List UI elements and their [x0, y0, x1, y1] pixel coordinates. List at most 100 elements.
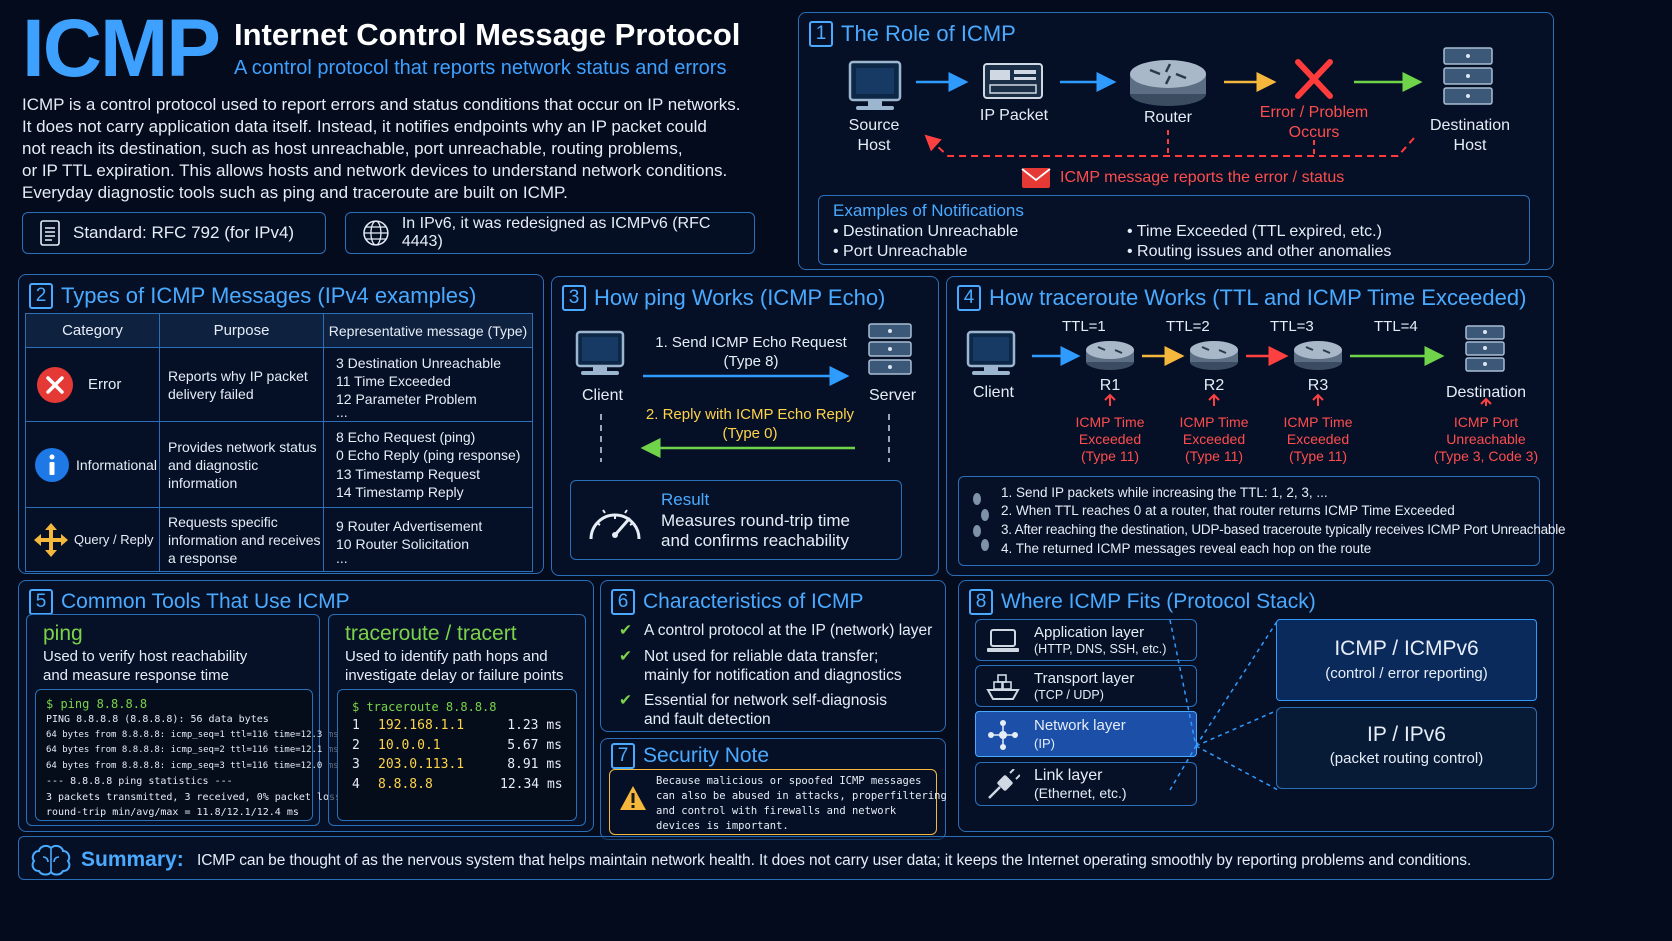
category-label: Query / Reply — [74, 532, 154, 547]
globe-icon — [363, 220, 389, 246]
traceroute-step: 1. Send IP packets while increasing the … — [1001, 485, 1328, 500]
terminal-line: 64 bytes from 8.8.8.8: icmp_seq=1 ttl=11… — [46, 729, 339, 740]
terminal-line: 3 packets transmitted, 3 received, 0% pa… — [46, 791, 342, 803]
role-router-label: Router — [1143, 109, 1193, 126]
ping-tool-title: ping — [43, 622, 83, 645]
icmp-stack-title: ICMP / ICMPv6 — [1334, 637, 1479, 660]
ttl-label: TTL=4 — [1374, 318, 1418, 335]
standard-badge: Standard: RFC 792 (for IPv4) — [22, 212, 326, 254]
example-item: • Port Unreachable — [833, 243, 968, 260]
types-table: Category Purpose Representative message … — [25, 313, 533, 572]
router-icon — [1294, 341, 1342, 370]
check-icon: ✔ — [619, 648, 632, 665]
router-icon — [1190, 341, 1238, 370]
section-number: 4 — [957, 285, 981, 311]
example-item: • Destination Unreachable — [833, 223, 1019, 240]
traceroute-tool-card: traceroute / tracert Used to identify pa… — [328, 614, 586, 826]
router-icon — [1130, 60, 1206, 106]
messages-cell: 8 Echo Request (ping)0 Echo Reply (ping … — [323, 421, 533, 508]
section-number: 8 — [969, 589, 993, 615]
example-item: • Time Exceeded (TTL expired, etc.) — [1127, 223, 1382, 240]
brain-icon — [31, 844, 71, 876]
ping-command: $ ping 8.8.8.8 — [46, 697, 148, 711]
layer-name: Transport layer — [1034, 670, 1135, 687]
ping-result-title: Result — [661, 490, 710, 509]
layer-detail: (HTTP, DNS, SSH, etc.) — [1034, 642, 1167, 656]
section-number: 5 — [29, 589, 53, 615]
ipv6-text: In IPv6, it was redesigned as ICMPv6 (RF… — [401, 215, 711, 250]
category-label: Informational — [76, 456, 157, 473]
ping-terminal: $ ping 8.8.8.8 PING 8.8.8.8 (8.8.8.8): 5… — [35, 689, 342, 821]
intro-text: ICMP is a control protocol used to repor… — [22, 94, 740, 204]
traceroute-step: 4. The returned ICMP messages reveal eac… — [1001, 541, 1372, 556]
section-title: How ping Works (ICMP Echo) — [594, 285, 886, 310]
panel-title: 5 Common Tools That Use ICMP — [29, 589, 350, 615]
intro-line: ICMP is a control protocol used to repor… — [22, 95, 741, 114]
layer-name: Link layer — [1034, 767, 1103, 784]
router-label: R1 — [1099, 377, 1121, 394]
traceroute-steps-box: 1. Send IP packets while increasing the … — [958, 476, 1566, 566]
error-circle-icon — [37, 366, 73, 403]
ping-reply-label: 2. Reply with ICMP Echo Reply(Type 0) — [645, 406, 855, 442]
traceroute-tool-title: traceroute / tracert — [345, 622, 517, 645]
characteristic-item: ✔A control protocol at the IP (network) … — [619, 622, 933, 639]
intro-line: or IP TTL expiration. This allows hosts … — [22, 161, 728, 180]
layer-detail: (Ethernet, etc.) — [1034, 785, 1127, 801]
ttl-label: TTL=1 — [1062, 318, 1106, 335]
security-note-box: Because malicious or spoofed ICMP messag… — [609, 769, 947, 835]
traceroute-diagram — [966, 325, 1505, 406]
server-icon — [868, 323, 912, 375]
check-icon: ✔ — [619, 622, 632, 639]
document-icon — [40, 220, 60, 246]
footsteps-icon — [973, 493, 989, 551]
layer-name: Network layer — [1034, 717, 1126, 734]
layer-name: Application layer — [1034, 624, 1145, 641]
check-icon: ✔ — [619, 692, 632, 709]
role-diagram — [848, 47, 1493, 188]
intro-line: not reach its destination, such as host … — [22, 139, 683, 158]
role-report-label: ICMP message reports the error / status — [1060, 169, 1345, 186]
destination-server-icon — [1465, 325, 1505, 372]
ship-icon — [986, 674, 1020, 700]
section-number: 6 — [611, 589, 635, 615]
layer-detail: (TCP / UDP) — [1034, 688, 1104, 702]
ip-stack-sub: (packet routing control) — [1329, 750, 1484, 767]
info-circle-icon — [35, 447, 69, 482]
section-title: Common Tools That Use ICMP — [61, 590, 350, 613]
traceroute-step: 3. After reaching the destination, UDP-b… — [1001, 522, 1566, 537]
client-monitor-icon — [966, 330, 1016, 375]
section-title-suffix: (TTL and ICMP Time Exceeded) — [1212, 285, 1527, 310]
table-header: Purpose — [159, 313, 324, 348]
ping-diagram — [575, 323, 912, 462]
cable-plug-icon — [988, 769, 1020, 799]
ip-stack-box: IP / IPv6 (packet routing control) — [1276, 707, 1537, 789]
network-nodes-icon — [988, 720, 1018, 750]
terminal-line: round-trip min/avg/max = 11.8/12.1/12.4 … — [46, 807, 299, 818]
security-text: Because malicious or spoofed ICMP messag… — [656, 775, 947, 832]
ttl-label: TTL=3 — [1270, 318, 1314, 335]
table-header-row: Category Purpose Representative message … — [25, 313, 533, 348]
